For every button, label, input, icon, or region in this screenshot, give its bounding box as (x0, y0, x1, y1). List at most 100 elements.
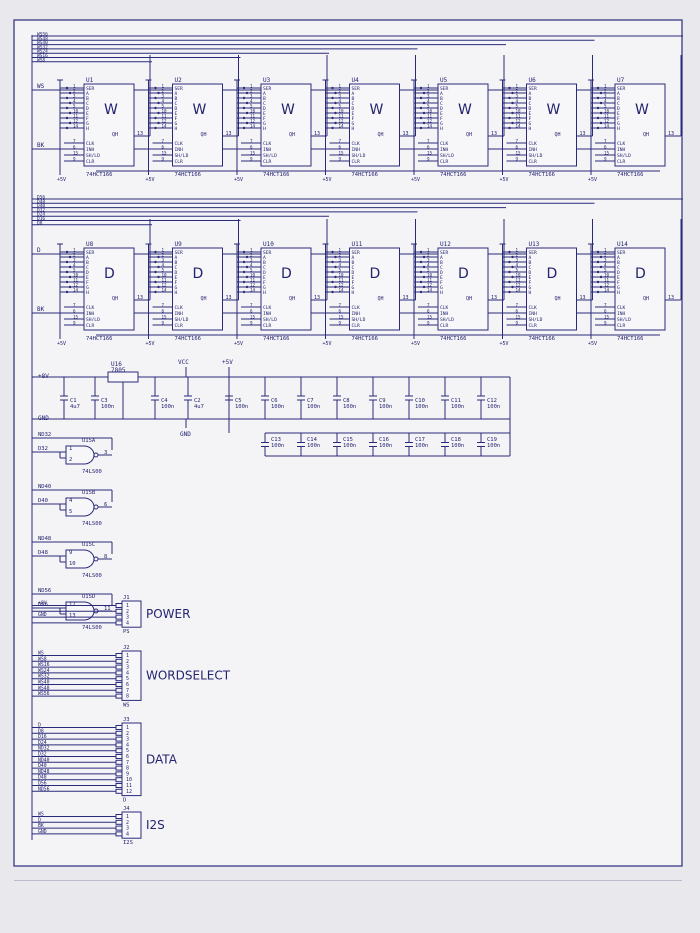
pin-number: 7 (339, 139, 342, 144)
supply-label: +5V (323, 177, 332, 183)
pin-number: 15 (162, 151, 168, 156)
pin-name: H (263, 126, 266, 132)
pin-number: 1 (162, 248, 165, 253)
pin-name: B (352, 260, 355, 266)
pin-name: D (86, 106, 89, 112)
chip-part: 74HCT166 (175, 172, 202, 178)
pin-number: 15 (339, 315, 345, 320)
bus-label: WS32 (37, 44, 48, 50)
pin-name: A (352, 255, 355, 261)
pin-number: 1 (427, 84, 430, 89)
shift-register-u13: 123451011121476159U13SERABCDEFGHCLKINHSH… (499, 219, 593, 347)
pin-number: 12 (339, 119, 345, 124)
pin-name: CLR (86, 159, 95, 165)
pin-number: 4 (604, 99, 607, 104)
supply-label: +5V (500, 177, 509, 183)
connector-net: D16 (38, 734, 47, 740)
capacitor-ref: C4 (161, 398, 168, 404)
capacitor-value: 100n (451, 404, 464, 410)
pin-name: F (617, 116, 620, 122)
clock-label: BK (37, 142, 45, 149)
capacitor-value: 100n (379, 443, 392, 449)
supply-label: +5V (588, 341, 597, 347)
pin-name: E (175, 111, 178, 117)
pin-name: CLK (263, 141, 272, 147)
connector-net: D56 (38, 781, 47, 787)
pin-name: QH (555, 132, 561, 138)
pin-number: 15 (427, 315, 433, 320)
connector-pin: 1 (126, 725, 129, 731)
chip-part: 74HCT166 (263, 336, 290, 342)
pin-name: A (86, 91, 89, 97)
pin-number: 5 (427, 268, 430, 273)
chip-letter: W (458, 102, 472, 118)
pin-name: CLK (440, 305, 449, 311)
capacitor-ref: C15 (343, 437, 353, 443)
pin-number: 14 (162, 124, 168, 129)
chip-letter: W (193, 102, 207, 118)
capacitor-ref: C14 (307, 437, 318, 443)
shift-register-u8: 123451011121476159U8SERABCDEFGHCLKINHSH/… (57, 219, 151, 347)
pin-name: D (175, 106, 178, 112)
pin-number: 3 (162, 94, 165, 99)
pin-number: 1 (339, 84, 342, 89)
capacitor-value: 100n (343, 443, 356, 449)
pin-name: SER (175, 86, 184, 92)
shift-register-u2: 123451011121476159U2SERABCDEFGHCLKINHSH/… (145, 55, 239, 183)
pin-name: CLR (263, 323, 272, 329)
pin-name: F (86, 116, 89, 122)
shift-register-u1: 123451011121476159U1SERABCDEFGHCLKINHSH/… (57, 55, 151, 183)
gate-input-net: D40 (38, 498, 48, 504)
chip-part: 74HCT166 (86, 336, 113, 342)
pin-name: E (617, 111, 620, 117)
capacitor-ref: C7 (307, 398, 314, 404)
connector-section: J11+8V23GND4PSPOWERJ21WS2WS83WS164WS245W… (32, 595, 231, 846)
connector-pin: 4 (126, 742, 129, 748)
pin-number: 14 (604, 288, 610, 293)
pin-name: E (263, 275, 266, 281)
shift-register-u12: 123451011121476159U12SERABCDEFGHCLKINHSH… (411, 219, 505, 347)
pin-name: CLR (352, 323, 361, 329)
chip-ref: U10 (263, 241, 274, 248)
pin-number: 5 (604, 268, 607, 273)
shift-register-u6: 123451011121476159U6SERABCDEFGHCLKINHSH/… (499, 55, 593, 183)
shift-register-u10: 123451011121476159U10SERABCDEFGHCLKINHSH… (234, 219, 328, 347)
pin-number: 7 (73, 303, 76, 308)
gate-pin: 9 (69, 550, 72, 556)
pin-name: INH (440, 147, 449, 153)
pin-name: D (617, 270, 620, 276)
pin-number: 5 (162, 268, 165, 273)
pin-number: 9 (516, 321, 519, 326)
bus-label: WS16 (37, 53, 48, 59)
gate-part: 74LS00 (82, 469, 102, 475)
supply-label: +5V (411, 341, 420, 347)
pin-number: 12 (250, 119, 256, 124)
pin-name: B (263, 260, 266, 266)
pin-number: 12 (516, 283, 522, 288)
pin-number: 3 (516, 94, 519, 99)
pin-number: 12 (427, 283, 433, 288)
chip-part: 74HCT166 (86, 172, 113, 178)
pin-name: CLK (440, 141, 449, 147)
pin-number: 10 (339, 109, 345, 114)
chip-body (260, 247, 312, 331)
chip-ref: U2 (175, 77, 183, 84)
capacitor-ref: C5 (235, 398, 242, 404)
pin-name: E (175, 275, 178, 281)
gate-pin: 13 (69, 613, 76, 619)
capacitor-value: 100n (487, 443, 500, 449)
pin-name: F (352, 280, 355, 286)
pin-number: 15 (162, 315, 168, 320)
pin-number: 4 (516, 99, 519, 104)
pin-name: G (440, 121, 443, 127)
chip-part: 74HCT166 (175, 336, 202, 342)
connector-pin: 3 (126, 737, 129, 743)
connector-pin: 9 (126, 771, 129, 777)
pin-number: 13 (314, 295, 320, 301)
connector-net: D (38, 817, 41, 823)
capacitor-ref: C3 (101, 398, 108, 404)
capacitor-ref: C10 (415, 398, 425, 404)
pin-number: 6 (73, 145, 76, 150)
